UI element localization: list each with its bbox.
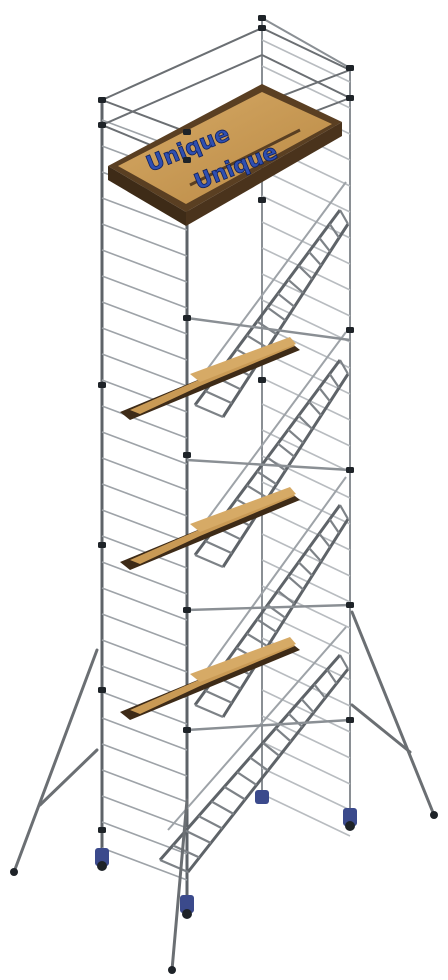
front-frame bbox=[100, 100, 189, 905]
castor-rear-left bbox=[255, 790, 269, 804]
castor-rear-right bbox=[343, 808, 357, 831]
outrigger-feet bbox=[10, 811, 438, 974]
tube-clamps bbox=[98, 15, 354, 833]
top-platform: Unique Unique bbox=[108, 84, 342, 226]
platform-level-3 bbox=[120, 637, 300, 720]
platform-level-1 bbox=[120, 337, 300, 420]
diagonal-braces bbox=[186, 316, 351, 732]
stair-flight-4 bbox=[158, 626, 350, 874]
platform-level-2 bbox=[120, 487, 300, 570]
castor-front-left bbox=[95, 848, 109, 871]
castor-front-right bbox=[180, 895, 194, 919]
outriggers bbox=[12, 610, 436, 972]
front-frame-rungs bbox=[101, 119, 188, 881]
intermediate-platforms bbox=[120, 337, 300, 720]
castor-wheels bbox=[95, 790, 357, 919]
